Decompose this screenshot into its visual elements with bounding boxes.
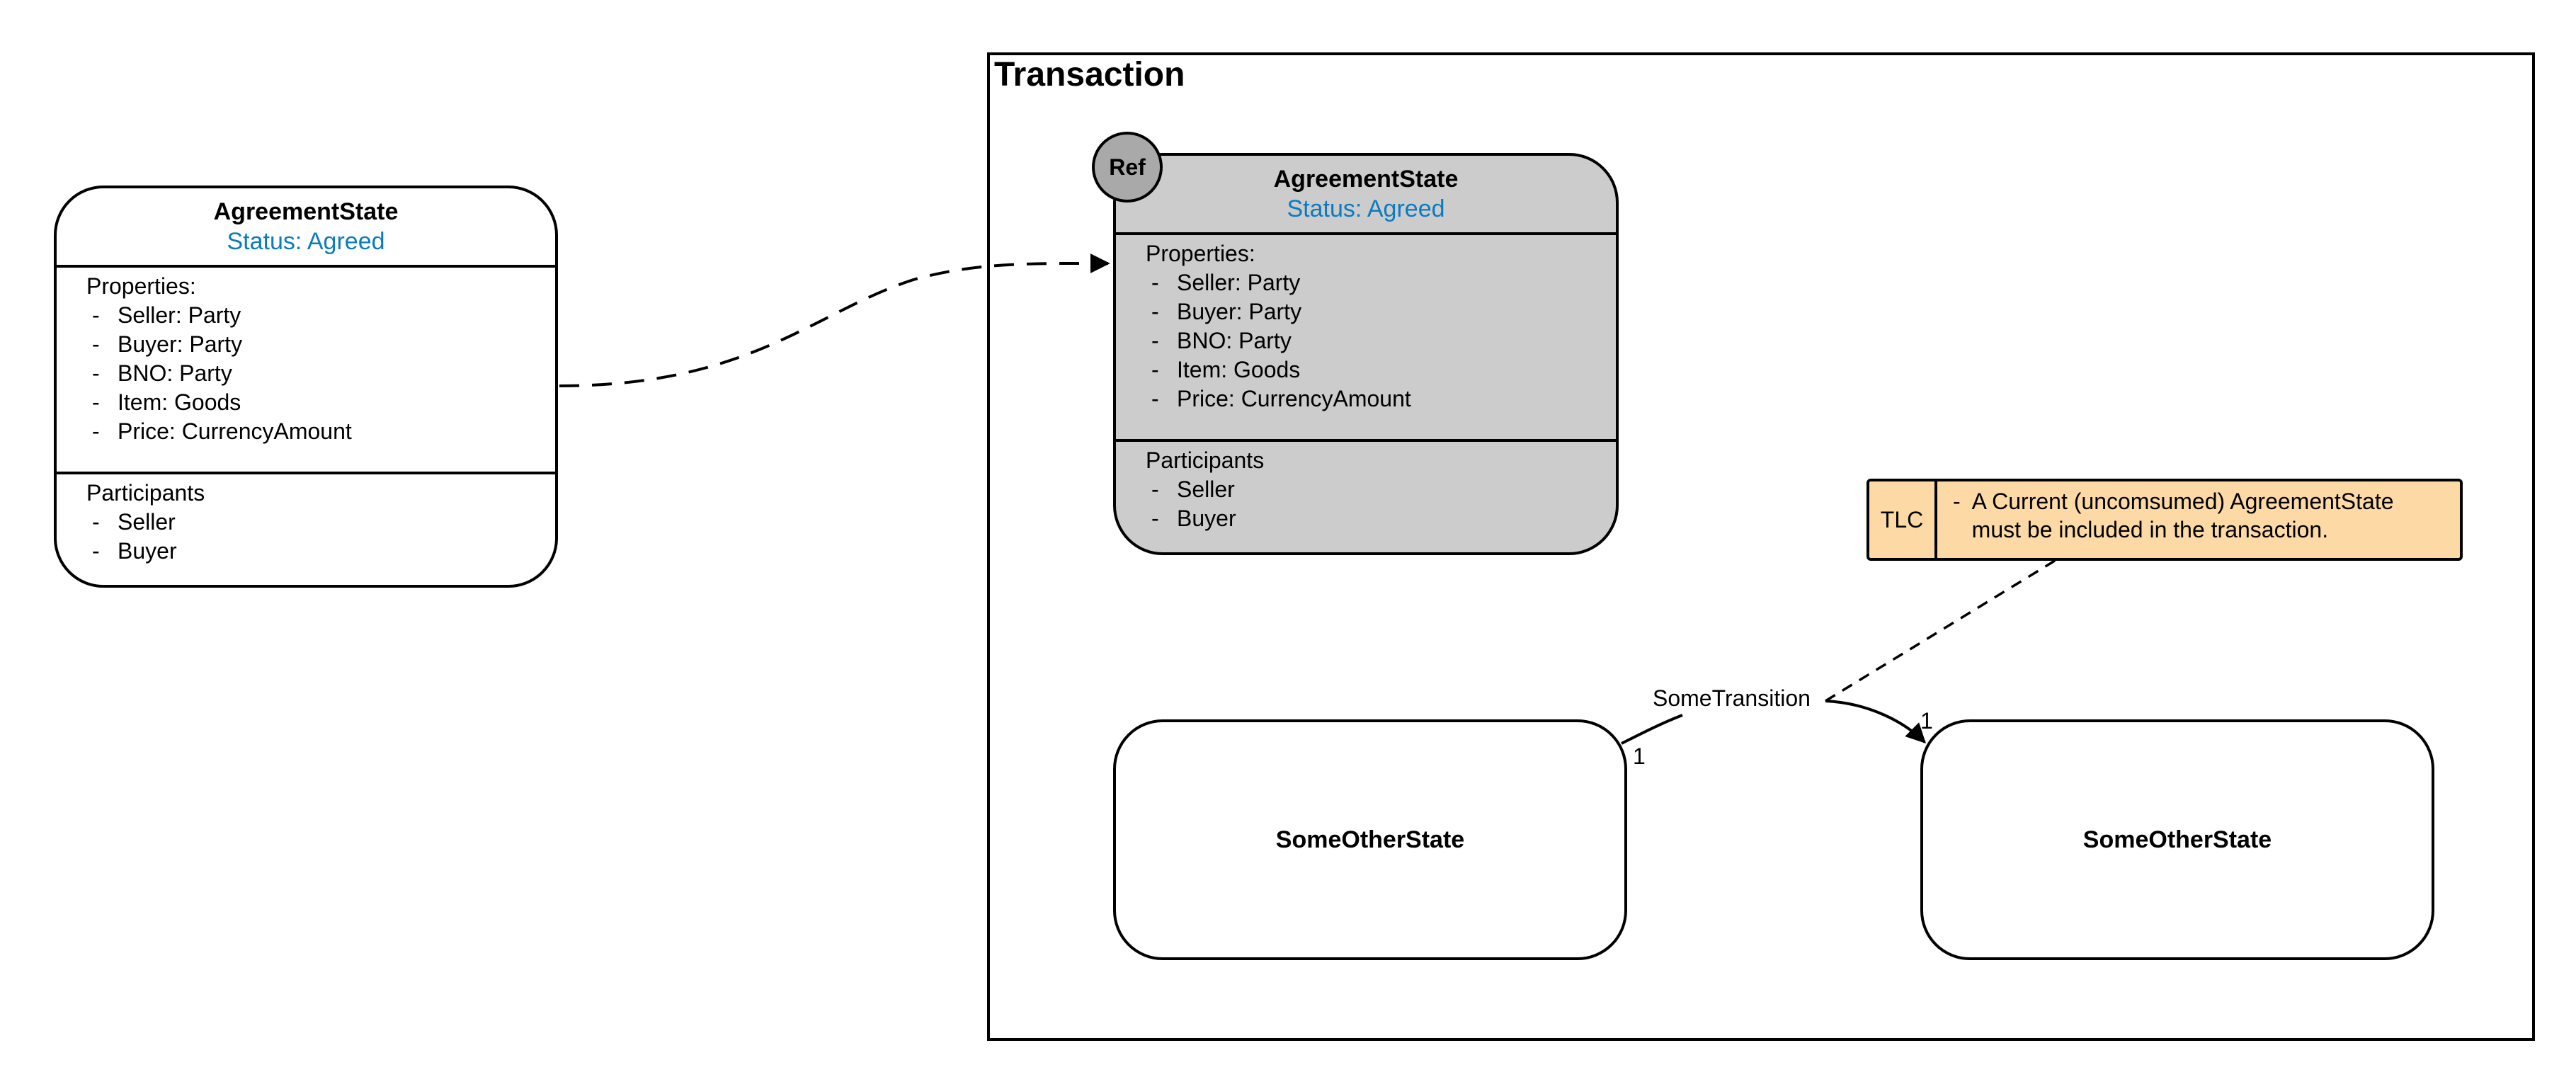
transaction-frame	[987, 52, 2535, 1041]
transaction-title: Transaction	[994, 56, 1185, 93]
agreement-state-box[interactable]: AgreementState Status: Agreed Properties…	[54, 186, 558, 588]
referenced-agreement-state-box[interactable]: AgreementState Status: Agreed Properties…	[1113, 153, 1619, 555]
property-item: -Seller: Party	[92, 302, 241, 328]
properties-divider	[1116, 439, 1616, 442]
property-item: -Seller: Party	[1151, 270, 1301, 295]
property-item: -Buyer: Party	[92, 331, 243, 357]
participant-item: -Buyer	[1151, 506, 1236, 531]
note-tag: TLC	[1869, 481, 1937, 558]
properties-section: Properties: -Seller: Party -Buyer: Party…	[1146, 239, 1411, 414]
participant-item: -Seller	[92, 509, 176, 535]
properties-heading: Properties:	[86, 273, 196, 299]
note-anchor-connector	[1825, 558, 2058, 702]
reference-connector	[559, 253, 1110, 387]
ref-state-status: Status: Agreed	[1287, 195, 1445, 222]
some-other-state-right-box[interactable]: SomeOtherState	[1920, 719, 2434, 960]
some-other-state-left-name: SomeOtherState	[1275, 826, 1465, 853]
properties-heading: Properties:	[1146, 241, 1255, 266]
transition-connector-left	[1621, 714, 1683, 745]
property-item: -Item: Goods	[1151, 357, 1301, 382]
tlc-note[interactable]: TLC - A Current (uncomsumed) AgreementSt…	[1867, 479, 2463, 561]
participants-heading: Participants	[86, 480, 205, 506]
header-divider	[1116, 232, 1616, 235]
property-item: -Price: CurrencyAmount	[92, 418, 352, 444]
some-other-state-right-name: SomeOtherState	[2082, 826, 2272, 853]
target-multiplicity: 1	[1920, 708, 1933, 734]
participants-heading: Participants	[1146, 447, 1265, 473]
property-item: -BNO: Party	[92, 360, 232, 386]
agreement-state-status: Status: Agreed	[227, 228, 385, 255]
property-item: -Price: CurrencyAmount	[1151, 386, 1411, 411]
properties-divider	[57, 472, 555, 474]
properties-section: Properties: -Seller: Party -Buyer: Party…	[86, 272, 352, 446]
participants-section: Participants -Seller -Buyer	[1146, 446, 1264, 533]
property-item: -BNO: Party	[1151, 328, 1292, 353]
some-other-state-left-box[interactable]: SomeOtherState	[1113, 719, 1627, 960]
agreement-state-name: AgreementState	[213, 198, 399, 225]
participants-section: Participants -Seller -Buyer	[86, 479, 205, 566]
property-item: -Item: Goods	[92, 389, 241, 415]
participant-item: -Buyer	[92, 538, 177, 564]
participant-item: -Seller	[1151, 477, 1235, 502]
ref-state-name: AgreementState	[1273, 166, 1459, 193]
header-divider	[57, 265, 555, 268]
property-item: -Buyer: Party	[1151, 299, 1302, 324]
ref-badge: Ref	[1092, 132, 1163, 203]
transition-label: SomeTransition	[1648, 685, 1815, 711]
note-text: - A Current (uncomsumed) AgreementState …	[1953, 489, 2394, 542]
source-multiplicity: 1	[1633, 743, 1646, 769]
transition-connector-right	[1825, 700, 1926, 743]
